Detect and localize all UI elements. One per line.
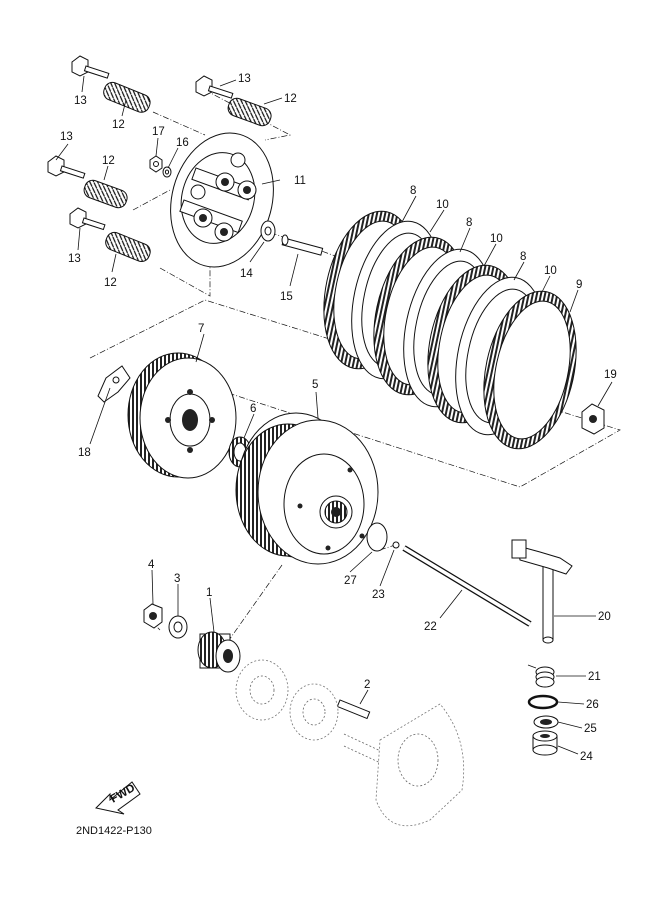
- callout-13: 13: [74, 95, 87, 107]
- spring-12-lower-left: [105, 231, 151, 263]
- bolt-13-top-right: [195, 75, 234, 99]
- spring-12-top-left: [103, 81, 151, 113]
- nut-4: [143, 603, 163, 629]
- push-lever-shaft-20: [511, 539, 573, 644]
- callout-12: 12: [284, 93, 297, 105]
- callout-10: 10: [436, 199, 449, 211]
- callout-11: 11: [294, 175, 306, 187]
- bearing-24: [532, 730, 558, 756]
- callout-23: 23: [372, 589, 385, 601]
- callout-6: 6: [250, 403, 256, 415]
- callout-2: 2: [364, 679, 370, 691]
- circlip-26: [527, 694, 559, 710]
- callout-15: 15: [280, 291, 293, 303]
- washer-14: [260, 220, 276, 242]
- push-rod-22: [402, 545, 532, 627]
- callout-4: 4: [148, 559, 155, 571]
- callout-27: 27: [344, 575, 357, 587]
- callout-12: 12: [104, 277, 117, 289]
- nut-17: [149, 155, 163, 173]
- callout-25: 25: [584, 723, 597, 735]
- callout-3: 3: [174, 573, 180, 585]
- bolt-13-top-left: [71, 55, 110, 79]
- callout-10: 10: [490, 233, 503, 245]
- callout-5: 5: [312, 379, 318, 391]
- ball-23: [392, 541, 400, 549]
- callout-12: 12: [102, 155, 115, 167]
- primary-drive-gear-1: [197, 631, 241, 673]
- callout-1: 1: [206, 587, 212, 599]
- bolt-13-lower-left: [69, 207, 106, 231]
- friction-plate-9: [483, 290, 577, 450]
- bolt-13-mid-left: [47, 155, 86, 179]
- callout-12: 12: [112, 119, 125, 131]
- callout-8: 8: [520, 251, 526, 263]
- clutch-housing-5: [235, 412, 379, 565]
- washer-16: [162, 166, 172, 178]
- spring-12-mid-left: [83, 179, 128, 209]
- callout-13: 13: [238, 73, 251, 85]
- callout-17: 17: [152, 126, 165, 138]
- oil-seal-25: [533, 715, 559, 729]
- callout-22: 22: [424, 621, 437, 633]
- callout-18: 18: [78, 447, 91, 459]
- spring-21: [527, 664, 555, 688]
- lock-washer-18: [97, 365, 131, 403]
- callout-21: 21: [588, 671, 601, 683]
- callout-14: 14: [240, 268, 253, 280]
- spring-12-top-right: [227, 97, 272, 127]
- callout-19: 19: [604, 369, 617, 381]
- pressure-plate-11: [170, 132, 274, 268]
- callout-7: 7: [198, 323, 204, 335]
- callout-10: 10: [544, 265, 557, 277]
- callout-8: 8: [410, 185, 416, 197]
- callout-16: 16: [176, 137, 189, 149]
- callout-8: 8: [466, 217, 472, 229]
- push-rod-15: [281, 234, 324, 256]
- nut-19: [581, 403, 605, 435]
- key-2: [336, 699, 371, 720]
- callout-13: 13: [60, 131, 73, 143]
- leader-lines: [55, 75, 613, 755]
- callout-24: 24: [580, 751, 593, 763]
- callout-9: 9: [576, 279, 582, 291]
- o-ring-27: [366, 522, 388, 552]
- callout-13: 13: [68, 253, 81, 265]
- diagram-code: 2ND1422-P130: [76, 825, 152, 837]
- callout-26: 26: [586, 699, 599, 711]
- fwd-arrow-icon: FWD: [94, 781, 141, 815]
- crankshaft-ghost: [235, 659, 465, 827]
- callout-labels: 13 12 13 12 13 12 17 16 11 13 12 14 15 8…: [60, 73, 617, 763]
- washer-3: [168, 615, 188, 639]
- clutch-boss-7: [127, 352, 237, 479]
- callout-20: 20: [598, 611, 611, 623]
